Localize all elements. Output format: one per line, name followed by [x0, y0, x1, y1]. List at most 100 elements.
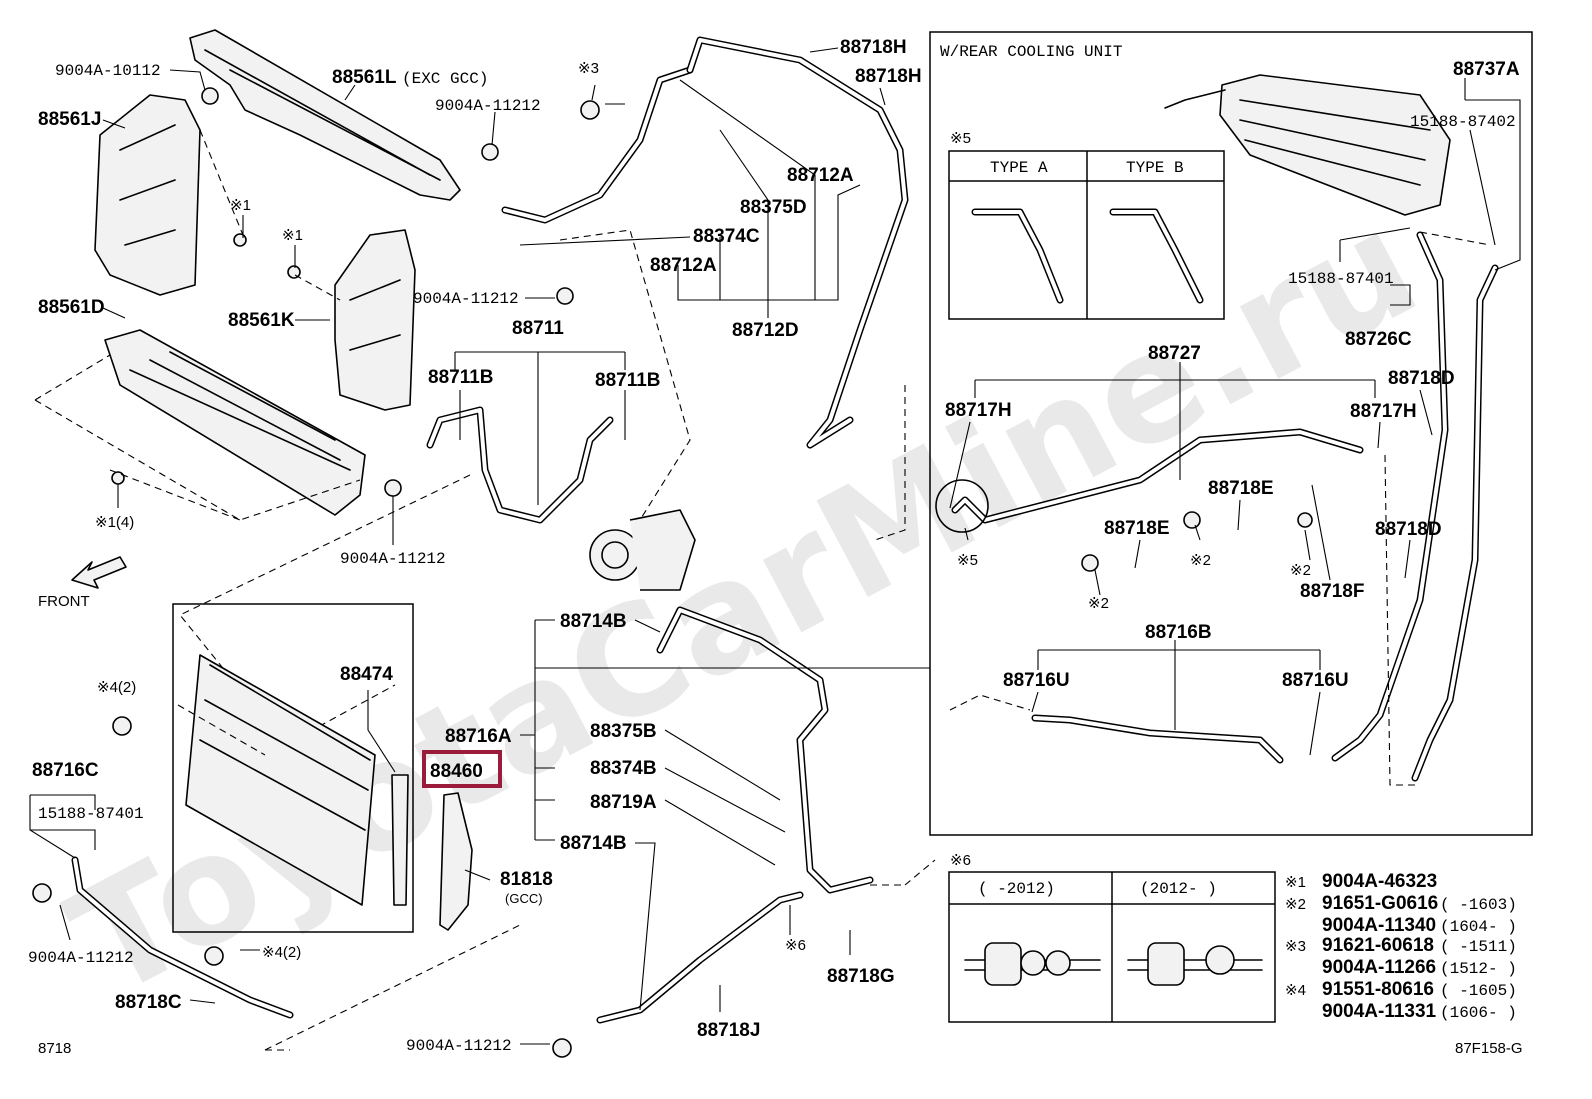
- label-x1-4: ※1(4): [95, 514, 134, 531]
- label-88561D: 88561D: [38, 297, 105, 318]
- label-88561L: 88561L: [332, 67, 397, 88]
- type-a-pipe: [971, 208, 1064, 304]
- label-81818: 81818: [500, 869, 553, 890]
- label-9004A-11212-low: 9004A-11212: [28, 949, 134, 967]
- label-88561L-note: (EXC GCC): [402, 70, 488, 88]
- label-88737A: 88737A: [1453, 59, 1520, 80]
- label-x2-b: ※2: [1088, 595, 1109, 612]
- side-support-88561K: [334, 229, 416, 411]
- label-9004A-11212-mid: 9004A-11212: [413, 290, 519, 308]
- condenser-box: [172, 603, 414, 933]
- compressor: [589, 509, 696, 591]
- note-part-x4-1: 91551-80616: [1322, 979, 1434, 1000]
- label-88718C: 88718C: [115, 992, 182, 1013]
- label-x1-b: ※1: [282, 227, 303, 244]
- label-88374B: 88374B: [590, 758, 657, 779]
- label-88718H-b: 88718H: [855, 66, 922, 87]
- label-x4-2-b: ※4(2): [262, 944, 301, 961]
- label-88718F: 88718F: [1300, 581, 1364, 602]
- note-part-x1: 9004A-46323: [1322, 871, 1437, 892]
- note-range-x2-1: ( -1603): [1440, 896, 1517, 914]
- label-81818-note: (GCC): [505, 891, 543, 906]
- air-guide-88561D: [104, 329, 366, 516]
- note-part-x4-2: 9004A-11331: [1322, 1001, 1437, 1022]
- label-88374C: 88374C: [693, 226, 760, 247]
- label-88712D: 88712D: [732, 320, 799, 341]
- label-x2-a: ※2: [1190, 552, 1211, 569]
- label-x5-title: ※5: [950, 130, 971, 147]
- front-arrow-icon: [71, 556, 127, 589]
- label-88561J: 88561J: [38, 109, 101, 130]
- label-type-a: TYPE A: [990, 159, 1048, 177]
- label-88718H-a: 88718H: [840, 37, 907, 58]
- label-88716U-left: 88716U: [1003, 670, 1070, 691]
- type-b-pipe: [1109, 208, 1204, 304]
- label-88719A: 88719A: [590, 792, 657, 813]
- note-range-x4-2: (1606- ): [1440, 1004, 1517, 1022]
- label-88718D-a: 88718D: [1388, 368, 1455, 389]
- note-part-x3-2: 9004A-11266: [1322, 957, 1436, 978]
- diagram-code: 87F158-G: [1455, 1040, 1523, 1057]
- label-88717H-left: 88717H: [945, 400, 1012, 421]
- label-88375D: 88375D: [740, 197, 807, 218]
- side-support-88561J: [94, 94, 201, 296]
- label-88712A-b: 88712A: [650, 255, 717, 276]
- label-88716U-right: 88716U: [1282, 670, 1349, 691]
- note-mark-x4: ※4: [1285, 982, 1306, 999]
- leader-lines: [29, 47, 1521, 1045]
- note-part-x2-1: 91651-G0616: [1322, 893, 1438, 914]
- label-88718D-b: 88718D: [1375, 519, 1442, 540]
- condenser-88460: [185, 654, 376, 906]
- label-range-2: (2012- ): [1140, 880, 1217, 898]
- label-x3-top: ※3: [578, 60, 599, 77]
- label-88716B: 88716B: [1145, 622, 1212, 643]
- label-9004A-10112: 9004A-10112: [55, 62, 161, 80]
- rear-cooling-unit-box: [929, 31, 1533, 836]
- note-mark-x2: ※2: [1285, 896, 1306, 913]
- note-mark-x3: ※3: [1285, 938, 1306, 955]
- label-9004A-11212-top: 9004A-11212: [435, 97, 541, 115]
- label-9004A-11212-bottom: 9004A-11212: [406, 1037, 512, 1055]
- label-x6-small: ※6: [785, 937, 806, 954]
- label-88714B-a: 88714B: [560, 611, 627, 632]
- highlight-88460: [422, 750, 502, 788]
- label-x4-2-a: ※4(2): [97, 679, 136, 696]
- x6-clip-new: [1127, 942, 1263, 986]
- note-range-x4-1: ( -1605): [1440, 982, 1517, 1000]
- label-88711: 88711: [512, 318, 564, 339]
- label-x2-c: ※2: [1290, 562, 1311, 579]
- upper-radiator-support-88561L: [189, 29, 461, 201]
- label-15188-87401-right: 15188-87401: [1288, 270, 1394, 288]
- label-88718G: 88718G: [827, 966, 895, 987]
- rear-evaporator-88737A: [1219, 74, 1451, 216]
- note-range-x2-2: (1604- ): [1440, 918, 1517, 936]
- label-88714B-b: 88714B: [560, 833, 627, 854]
- label-88711B-left: 88711B: [428, 367, 494, 388]
- label-8718: 8718: [38, 1040, 71, 1057]
- label-x6-title: ※6: [950, 852, 971, 869]
- label-88718J: 88718J: [697, 1020, 760, 1041]
- x6-clip-old: [964, 942, 1101, 986]
- note-part-x2-2: 9004A-11340: [1322, 915, 1436, 936]
- label-type-b: TYPE B: [1126, 159, 1184, 177]
- note-part-x3-1: 91621-60618: [1322, 935, 1434, 956]
- label-9004A-11212-bolt1: 9004A-11212: [340, 550, 446, 568]
- label-88716C: 88716C: [32, 760, 99, 781]
- rear-unit-title: W/REAR COOLING UNIT: [940, 43, 1122, 61]
- label-88460: 88460: [430, 761, 483, 782]
- seal-81818: [439, 792, 473, 931]
- label-15188-87402: 15188-87402: [1410, 113, 1516, 131]
- label-x1-a: ※1: [230, 197, 251, 214]
- label-15188-87401-left: 15188-87401: [38, 805, 144, 823]
- label-88717H-right: 88717H: [1350, 401, 1417, 422]
- label-88711B-right: 88711B: [595, 370, 661, 391]
- bolt-icons: [32, 87, 1313, 1058]
- label-front: FRONT: [38, 593, 90, 610]
- label-x5-small: ※5: [957, 552, 978, 569]
- label-range-1: ( -2012): [978, 880, 1055, 898]
- label-88712A-a: 88712A: [787, 165, 854, 186]
- label-88375B: 88375B: [590, 721, 657, 742]
- note-range-x3-1: ( -1511): [1440, 938, 1517, 956]
